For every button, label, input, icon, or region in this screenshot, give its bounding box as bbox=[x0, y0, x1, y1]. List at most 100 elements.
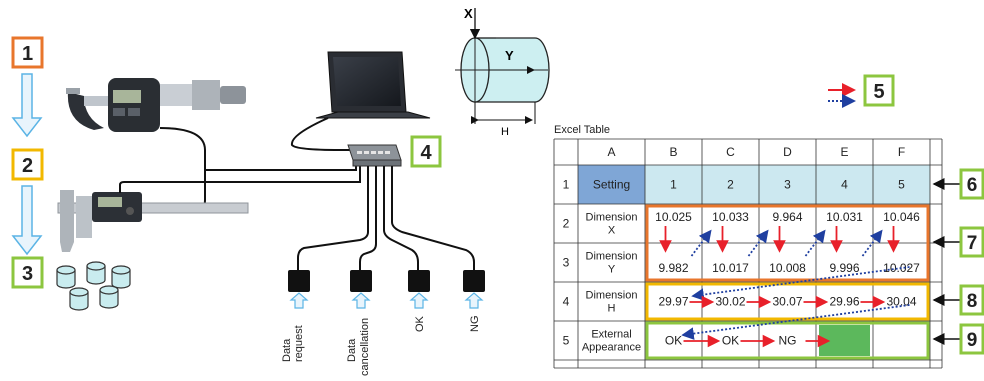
row-number: 1 bbox=[563, 178, 570, 192]
row-number: 3 bbox=[563, 256, 570, 270]
blue-dotted-arrow-icon bbox=[747, 229, 769, 257]
step-3-box: 3 bbox=[11, 256, 44, 289]
callout-4-number: 4 bbox=[420, 142, 432, 164]
interface-box-icon bbox=[347, 144, 402, 167]
row-label: Dimension bbox=[586, 290, 638, 302]
dim-h-label: H bbox=[501, 126, 509, 138]
row-label: Setting bbox=[593, 178, 630, 192]
cell-value: 10.025 bbox=[655, 210, 692, 224]
switch-cables bbox=[297, 166, 475, 270]
cell-value: 4 bbox=[841, 178, 848, 192]
callout-5-number: 5 bbox=[873, 81, 884, 103]
legend: 5 bbox=[828, 74, 895, 108]
column-header-b: B bbox=[669, 145, 677, 159]
blue-dotted-arrow-icon bbox=[691, 266, 910, 301]
row-number: 4 bbox=[563, 295, 570, 309]
switch-ng[interactable] bbox=[463, 270, 485, 309]
up-arrow-icon bbox=[289, 292, 309, 309]
step-1-box: 1 bbox=[11, 36, 44, 69]
cell-value: 1 bbox=[670, 178, 677, 192]
callout-6: 6 bbox=[932, 168, 984, 200]
switch-data-request[interactable] bbox=[288, 270, 310, 309]
cell-value: 3 bbox=[784, 178, 791, 192]
callout-8: 8 bbox=[932, 284, 984, 316]
row-number: 2 bbox=[563, 217, 570, 231]
cell-value: NG bbox=[779, 334, 797, 348]
cell-value: 29.97 bbox=[658, 295, 688, 309]
switch-label-data-cancellation-2: cancellation bbox=[359, 318, 371, 376]
callout-7-number: 7 bbox=[967, 233, 978, 254]
cable-caliper bbox=[119, 166, 361, 193]
cell-value: 9.964 bbox=[772, 210, 802, 224]
cell-value: 2 bbox=[727, 178, 734, 192]
column-header-d: D bbox=[783, 145, 792, 159]
caliper-icon bbox=[57, 190, 249, 252]
cell-value: 10.027 bbox=[883, 261, 920, 275]
callout-4: 4 bbox=[410, 135, 442, 168]
row-label: Y bbox=[608, 264, 616, 276]
micrometer-icon bbox=[66, 78, 246, 213]
cell-value: 30.07 bbox=[772, 295, 802, 309]
row-label: Dimension bbox=[586, 212, 638, 224]
switch-ok[interactable] bbox=[408, 270, 430, 309]
cell-value: 10.033 bbox=[712, 210, 749, 224]
cell-value: 10.031 bbox=[826, 210, 863, 224]
row-number: 5 bbox=[563, 334, 570, 348]
cell-value: OK bbox=[722, 334, 739, 348]
cell-value: 30.04 bbox=[886, 295, 916, 309]
cell-value: 30.02 bbox=[715, 295, 745, 309]
callout-7: 7 bbox=[932, 226, 984, 258]
cell-value: 5 bbox=[898, 178, 905, 192]
callouts: 6 7 8 9 bbox=[932, 168, 984, 355]
switch-label-data-request-2: request bbox=[293, 325, 305, 362]
row-label: X bbox=[608, 225, 616, 237]
blue-dotted-arrow-icon bbox=[690, 229, 712, 257]
switch-data-cancellation[interactable] bbox=[350, 270, 372, 309]
step-1-number: 1 bbox=[22, 43, 33, 65]
down-arrow-icon bbox=[11, 73, 43, 138]
blue-dotted-arrow-icon bbox=[861, 229, 883, 257]
cell-value: 9.996 bbox=[829, 261, 859, 275]
column-header-f: F bbox=[898, 145, 905, 159]
column-header-c: C bbox=[726, 145, 735, 159]
cylinder-dimension-diagram: X Y H bbox=[455, 6, 550, 138]
callout-6-number: 6 bbox=[967, 175, 978, 196]
step-3-number: 3 bbox=[22, 263, 33, 285]
blue-dotted-arrow-icon bbox=[804, 229, 826, 257]
row-label: Appearance bbox=[582, 342, 641, 354]
cell-value: 9.982 bbox=[658, 261, 688, 275]
row-label: H bbox=[608, 303, 616, 315]
workpieces-icon bbox=[56, 261, 131, 311]
column-header-a: A bbox=[607, 145, 615, 159]
cable-micrometer bbox=[205, 166, 357, 171]
switch-label-ok: OK bbox=[414, 315, 426, 332]
callout-9: 9 bbox=[932, 323, 984, 355]
excel-table-title: Excel Table bbox=[554, 124, 610, 136]
row-label: Dimension bbox=[586, 251, 638, 263]
up-arrow-icon bbox=[464, 292, 484, 309]
cell-value: 10.046 bbox=[883, 210, 920, 224]
switch-label-data-cancellation-1: Data bbox=[346, 338, 358, 362]
cable-laptop bbox=[290, 117, 352, 151]
cell-value: 29.96 bbox=[829, 295, 859, 309]
dim-x-label: X bbox=[464, 6, 473, 21]
step-flow: 1 2 3 bbox=[11, 36, 44, 289]
switch-label-data-request-1: Data bbox=[281, 338, 293, 362]
callout-8-number: 8 bbox=[967, 291, 978, 312]
switch-label-ng: NG bbox=[469, 316, 481, 333]
up-arrow-icon bbox=[409, 292, 429, 309]
step-2-box: 2 bbox=[11, 148, 44, 181]
cell-value: 10.008 bbox=[769, 261, 806, 275]
up-arrow-icon bbox=[351, 292, 371, 309]
cell-value: OK bbox=[665, 334, 682, 348]
callout-9-number: 9 bbox=[967, 330, 978, 351]
step-2-number: 2 bbox=[22, 155, 33, 177]
down-arrow-icon bbox=[11, 185, 43, 256]
row-label: External bbox=[591, 329, 631, 341]
dim-y-label: Y bbox=[505, 48, 514, 63]
laptop-icon bbox=[315, 51, 431, 119]
column-header-e: E bbox=[840, 145, 848, 159]
cell-value: 10.017 bbox=[712, 261, 749, 275]
